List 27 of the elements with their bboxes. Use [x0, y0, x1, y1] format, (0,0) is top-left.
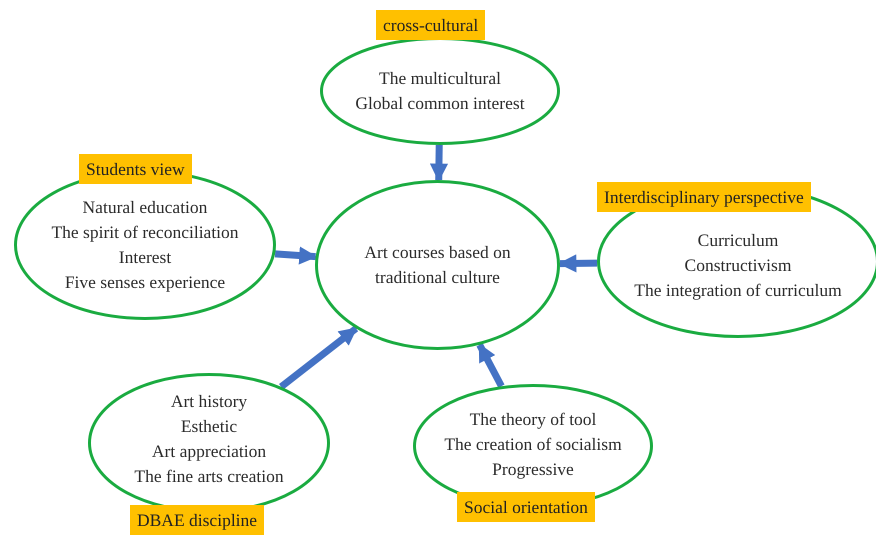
node-text: Global common interest — [354, 92, 526, 115]
node-text: Curriculum — [696, 229, 780, 252]
node-text: The theory of tool — [468, 408, 598, 431]
node-text: The fine arts creation — [133, 465, 285, 488]
node-text: The multicultural — [378, 67, 502, 90]
node-text: The creation of socialism — [443, 432, 623, 456]
node-text: Constructivism — [684, 254, 792, 277]
category-tag: Social orientation — [457, 492, 595, 522]
node-text: Art appreciation — [150, 440, 268, 463]
node-text: Progressive — [491, 458, 575, 481]
node-text: The spirit of reconciliation — [50, 221, 240, 244]
arrow — [279, 326, 358, 390]
category-tag: Students view — [79, 154, 192, 184]
node-text: Natural education — [82, 196, 208, 219]
node-text: Five senses experience — [64, 271, 226, 294]
node-text: The integration of curriculum — [633, 279, 843, 302]
node-text: Interest — [118, 246, 172, 269]
arrow — [430, 144, 448, 182]
arrow — [476, 343, 505, 388]
category-tag: cross-cultural — [376, 10, 486, 40]
category-tag: Interdisciplinary perspective — [597, 182, 811, 212]
arrow — [558, 254, 598, 272]
node-text: Art history — [170, 390, 248, 413]
node-text: Esthetic — [180, 415, 238, 438]
arrow — [274, 246, 318, 265]
node-text: Art courses based on traditional culture — [363, 241, 512, 289]
category-tag: DBAE discipline — [130, 505, 264, 535]
